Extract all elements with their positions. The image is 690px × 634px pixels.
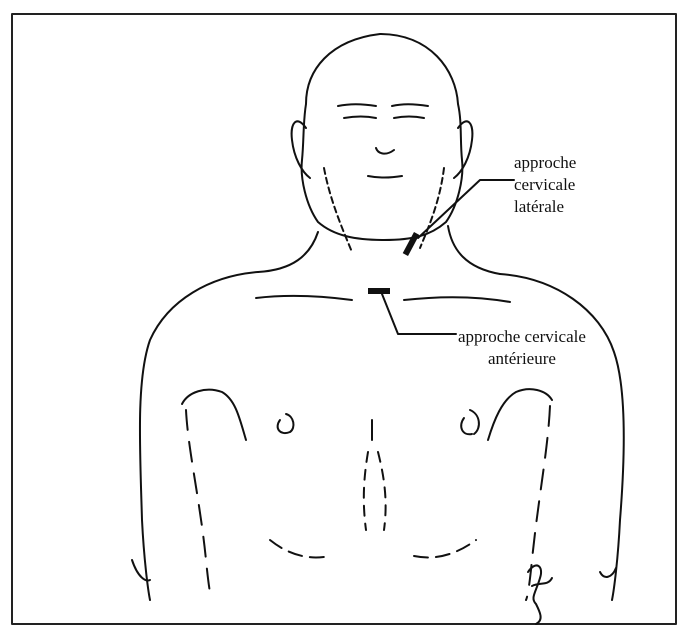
head-outline [302, 34, 463, 240]
lateral-leader-line [418, 180, 514, 238]
lateral-incision-marker [403, 232, 420, 256]
mouth [368, 176, 402, 178]
lower-right [600, 568, 616, 577]
anterior-leader-line [382, 294, 456, 334]
left-eye-lower [344, 117, 376, 119]
anterior-incision-marker [368, 288, 390, 294]
anterior-approach-label: approche cervicale antérieure [458, 326, 586, 370]
nose [376, 148, 394, 154]
sternocleido-left [324, 168, 352, 252]
abdomen-center-left [364, 452, 368, 530]
artist-signature [528, 565, 552, 624]
left-shoulder [140, 272, 258, 600]
right-axilla [488, 389, 552, 440]
left-nipple [278, 414, 294, 433]
lateral-label-line-2: cervicale [514, 174, 576, 196]
left-arm-inner [186, 410, 212, 600]
lateral-label-line-3: latérale [514, 196, 576, 218]
lateral-approach-label: approche cervicale latérale [514, 152, 576, 218]
abdomen-center-right [378, 452, 386, 530]
left-clavicle [256, 296, 352, 300]
neck-left [258, 232, 318, 272]
costal-right [414, 540, 476, 557]
lateral-label-line-1: approche [514, 152, 576, 174]
right-nipple [461, 410, 479, 434]
right-shoulder [500, 274, 624, 600]
neck-right [448, 226, 500, 274]
left-eye [338, 104, 376, 106]
costal-left [270, 540, 330, 557]
anterior-label-line-1: approche cervicale [458, 326, 586, 348]
right-eye-lower [394, 117, 424, 119]
anterior-label-line-2: antérieure [458, 348, 586, 370]
right-eye [392, 104, 428, 106]
left-axilla [182, 390, 246, 440]
right-clavicle [404, 297, 510, 302]
